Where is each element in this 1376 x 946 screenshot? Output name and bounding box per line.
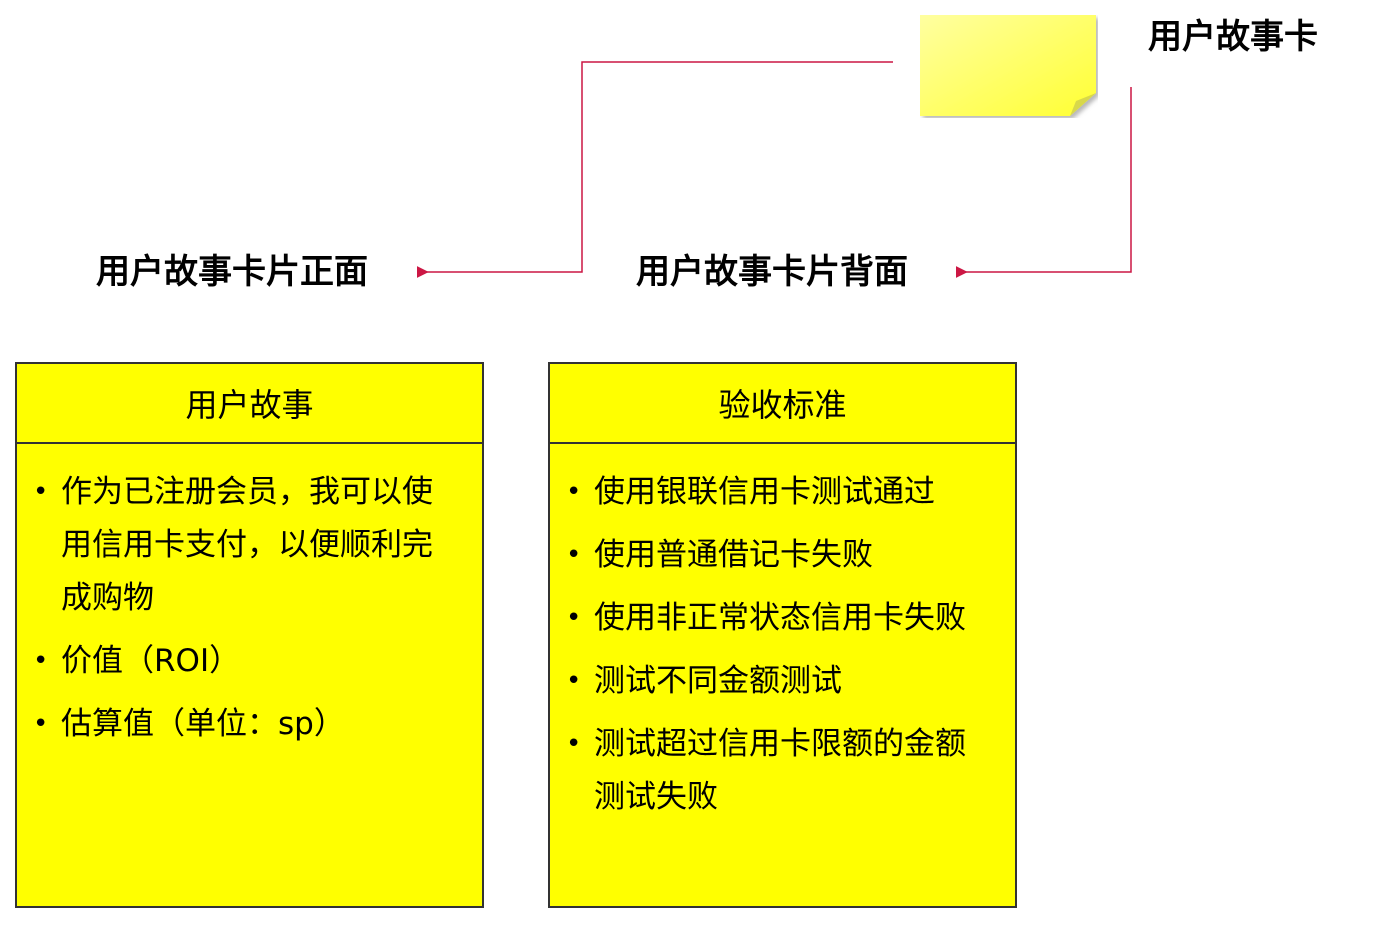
list-item-text: 估算值（单位：sp） <box>61 706 345 742</box>
list-item: • 价值（ROI） <box>31 635 454 688</box>
bullet-icon: • <box>33 709 49 739</box>
bullet-icon: • <box>566 540 582 570</box>
list-item-text: 价值（ROI） <box>61 643 241 679</box>
front-card-header: 用户故事 <box>17 364 482 444</box>
list-item-text: 使用银联信用卡测试通过 <box>594 474 935 510</box>
bullet-icon: • <box>566 477 582 507</box>
list-item: • 估算值（单位：sp） <box>31 698 454 751</box>
front-card-list: • 作为已注册会员，我可以使用信用卡支付，以便顺利完成购物 • 价值（ROI） • 估… <box>17 444 482 751</box>
list-item: • 测试不同金额测试 <box>564 655 987 708</box>
list-item: • 使用非正常状态信用卡失败 <box>564 592 987 645</box>
front-connector <box>416 61 893 278</box>
bullet-icon: • <box>566 666 582 696</box>
list-item-text: 测试超过信用卡限额的金额测试失败 <box>594 726 966 815</box>
back-label: 用户故事卡片背面 <box>636 252 908 292</box>
list-item-text: 使用非正常状态信用卡失败 <box>594 600 966 636</box>
back-card: 验收标准 • 使用银联信用卡测试通过 • 使用普通借记卡失败 • 使用非正常状态信用卡… <box>548 362 1017 908</box>
front-card: 用户故事 • 作为已注册会员，我可以使用信用卡支付，以便顺利完成购物 • 价值（RO… <box>15 362 484 908</box>
back-connector <box>955 87 1132 278</box>
note-label: 用户故事卡 <box>1148 17 1318 57</box>
bullet-icon: • <box>566 603 582 633</box>
list-item-text: 使用普通借记卡失败 <box>594 537 873 573</box>
bullet-icon: • <box>33 477 49 507</box>
back-card-header: 验收标准 <box>550 364 1015 444</box>
list-item: • 使用银联信用卡测试通过 <box>564 466 987 519</box>
list-item: • 使用普通借记卡失败 <box>564 529 987 582</box>
list-item-text: 测试不同金额测试 <box>594 663 842 699</box>
bullet-icon: • <box>566 729 582 759</box>
sticky-note-icon <box>920 15 1096 116</box>
list-item: • 测试超过信用卡限额的金额测试失败 <box>564 718 987 824</box>
back-card-list: • 使用银联信用卡测试通过 • 使用普通借记卡失败 • 使用非正常状态信用卡失败 • 测… <box>550 444 1015 824</box>
bullet-icon: • <box>33 646 49 676</box>
list-item: • 作为已注册会员，我可以使用信用卡支付，以便顺利完成购物 <box>31 466 454 625</box>
list-item-text: 作为已注册会员，我可以使用信用卡支付，以便顺利完成购物 <box>61 474 433 616</box>
front-label: 用户故事卡片正面 <box>96 252 368 292</box>
